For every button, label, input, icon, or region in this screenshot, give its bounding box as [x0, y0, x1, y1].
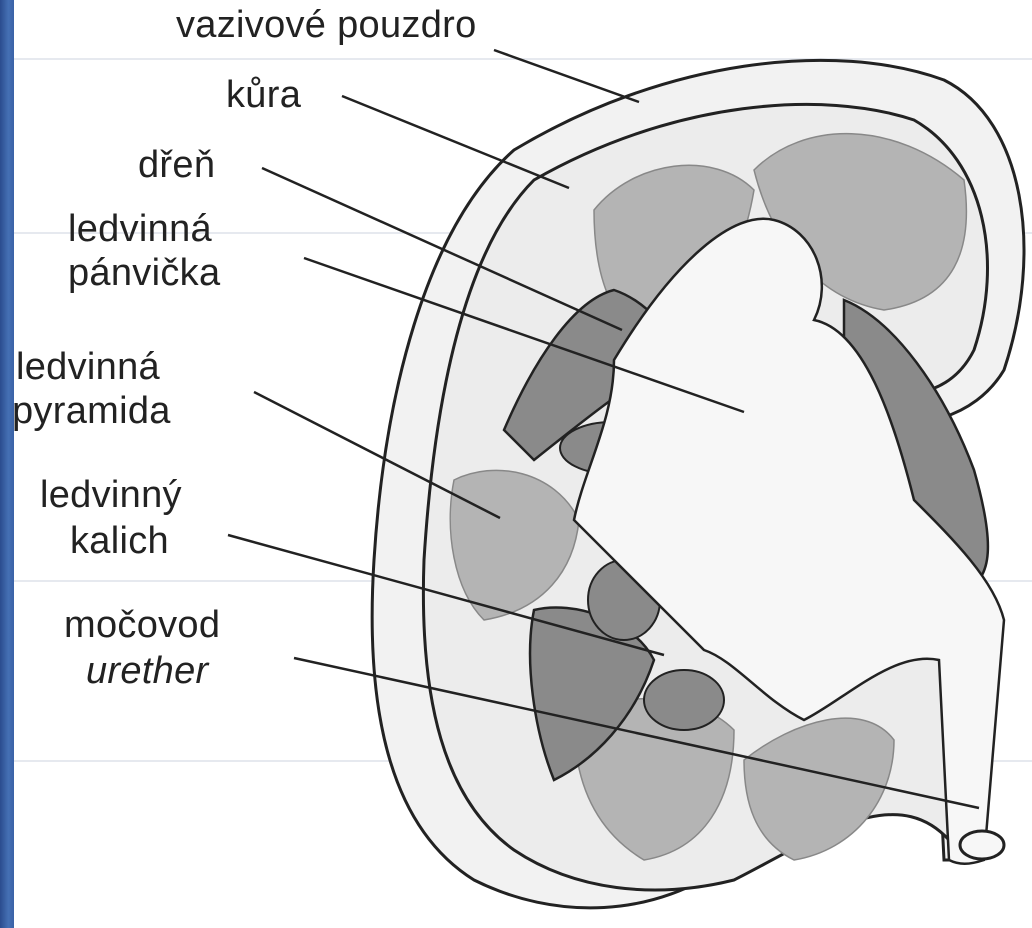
- kidney-diagram: [14, 0, 1032, 928]
- label-pelvis-line1: ledvinná: [68, 208, 212, 250]
- label-calyx-line1: ledvinný: [40, 474, 182, 516]
- diagram-panel: vazivové pouzdro kůra dřeň ledvinná pánv…: [14, 0, 1032, 928]
- label-pyramid-line2: pyramida: [14, 390, 171, 432]
- slide-edge-left: [0, 0, 14, 928]
- leader-line-capsule: [494, 50, 639, 102]
- label-cortex: kůra: [226, 74, 301, 116]
- label-medulla: dřeň: [138, 144, 215, 186]
- label-pyramid-line1: ledvinná: [16, 346, 160, 388]
- label-calyx-line2: kalich: [70, 520, 169, 562]
- label-capsule: vazivové pouzdro: [176, 4, 477, 46]
- label-ureter-line1: močovod: [64, 604, 220, 646]
- ureter-opening: [960, 831, 1004, 859]
- label-ureter-line2: urether: [86, 650, 209, 692]
- renal-calyx: [644, 670, 724, 730]
- label-pelvis-line2: pánvička: [68, 252, 220, 294]
